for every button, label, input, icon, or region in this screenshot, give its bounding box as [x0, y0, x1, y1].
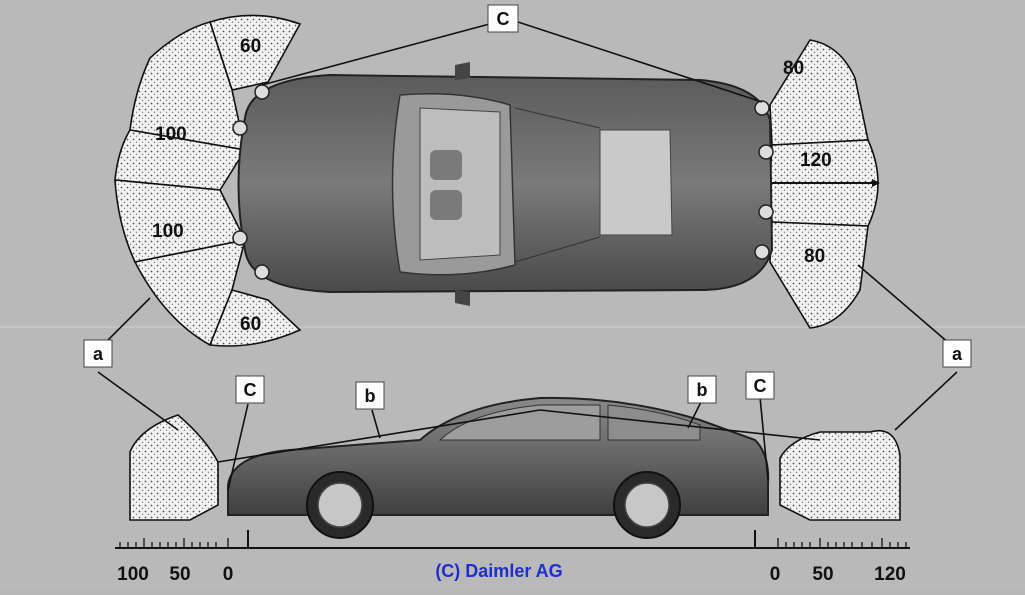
callout-label: C [497, 9, 510, 29]
side-zone-front [129, 414, 219, 521]
sensor-front-4 [254, 264, 270, 280]
top-view-sensors [232, 84, 774, 280]
callout-b-right: b [687, 375, 717, 404]
sensor-rear-2 [758, 144, 774, 160]
zone-label-rear-center: 120 [800, 150, 832, 171]
front-scale-label-0: 0 [223, 564, 234, 585]
zone-label-front-inner-bottom: 100 [152, 221, 184, 242]
front-zone-outer-top [208, 14, 302, 91]
callout-a-left: a [83, 339, 113, 368]
callout-a-right: a [942, 339, 972, 368]
sensor-rear-4 [754, 244, 770, 260]
front-scale [115, 530, 910, 549]
rear-zone-corner-top [769, 39, 869, 146]
rear-scale-label-0: 0 [770, 564, 781, 585]
callout-label: b [697, 380, 708, 400]
front-zone-upper [129, 21, 247, 151]
front-scale-label-100: 100 [117, 564, 149, 585]
car-top-view [237, 62, 774, 306]
callout-label: a [952, 344, 963, 364]
callout-label: a [93, 344, 104, 364]
sensor-front-3 [232, 230, 248, 246]
callout-label: b [365, 386, 376, 406]
callout-c-left: C [235, 375, 265, 404]
zone-label-front-outer-bottom: 60 [240, 314, 261, 335]
front-detection-zones [114, 14, 302, 347]
rear-detection-zones [769, 39, 880, 329]
side-detection-zones [129, 414, 901, 521]
rear-scale-label-120: 120 [874, 564, 906, 585]
callout-c-top: C [487, 4, 519, 33]
sensor-front-1 [254, 84, 270, 100]
car-side-view [227, 396, 770, 539]
zone-label-front-outer-top: 60 [240, 36, 261, 57]
rear-scale-label-50: 50 [812, 564, 833, 585]
side-zone-rear [779, 430, 901, 521]
callout-label: C [244, 380, 257, 400]
callout-label: C [754, 376, 767, 396]
callout-c-right: C [745, 371, 775, 400]
rear-zone-corner-bottom [769, 221, 869, 329]
callout-b-left: b [355, 381, 385, 410]
copyright-notice: (C) Daimler AG [435, 561, 562, 581]
sensor-front-2 [232, 120, 248, 136]
zone-label-front-inner-top: 100 [155, 124, 187, 145]
front-scale-label-50: 50 [169, 564, 190, 585]
sensor-rear-1 [754, 100, 770, 116]
zone-label-rear-corner-top: 80 [783, 58, 804, 79]
rear-zone-center-bottom [769, 182, 879, 227]
sensor-rear-3 [758, 204, 774, 220]
front-zone-outer-bottom [208, 289, 302, 347]
zone-label-rear-corner-bottom: 80 [804, 246, 825, 267]
